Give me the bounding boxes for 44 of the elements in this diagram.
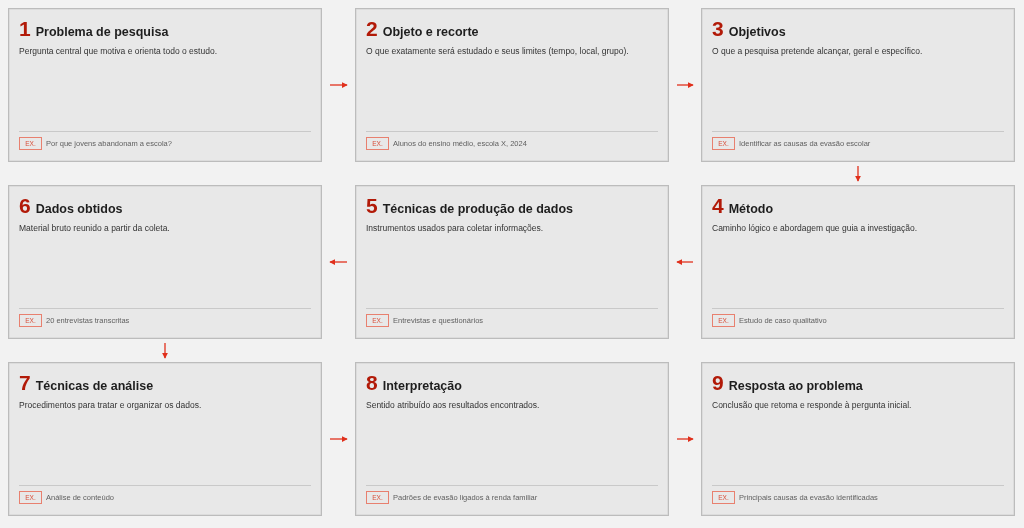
step-number: 3	[712, 18, 724, 39]
step-title: Técnicas de análise	[35, 379, 154, 394]
step-description: O que exatamente será estudado e seus limites (tempo, local, grupo).	[366, 46, 630, 58]
arrow	[676, 436, 694, 442]
arrow	[329, 259, 348, 265]
step-title: Resposta ao problema	[728, 379, 863, 394]
step-description: Pergunta central que motiva e orienta todo o estudo.	[19, 46, 218, 58]
step-number: 8	[366, 372, 378, 393]
arrow	[676, 82, 694, 88]
step-description: Caminho lógico e abordagem que guia a investigação.	[712, 223, 919, 235]
step-title: Objeto e recorte	[382, 25, 479, 40]
step-number: 4	[712, 195, 724, 216]
step-description: Material bruto reunido a partir da coleta.	[19, 223, 171, 235]
arrow	[855, 165, 861, 182]
step-title: Técnicas de produção de dados	[382, 202, 573, 217]
step-title: Dados obtidos	[35, 202, 123, 217]
arrow	[329, 436, 348, 442]
step-card	[355, 362, 669, 516]
step-card	[8, 185, 322, 339]
step-number: 9	[712, 372, 724, 393]
step-description: O que a pesquisa pretende alcançar, geral e específico.	[712, 46, 924, 58]
step-card	[701, 8, 1015, 162]
arrow	[162, 342, 168, 359]
step-title: Interpretação	[382, 379, 462, 394]
step-description: Instrumentos usados para coletar informações.	[366, 223, 545, 235]
step-number: 5	[366, 195, 378, 216]
step-number: 6	[19, 195, 31, 216]
step-card	[701, 362, 1015, 516]
step-number: 1	[19, 18, 31, 39]
arrow	[676, 259, 694, 265]
step-number: 7	[19, 372, 31, 393]
step-title: Método	[728, 202, 774, 217]
step-title: Problema de pesquisa	[35, 25, 169, 40]
arrow	[329, 82, 348, 88]
step-card	[701, 185, 1015, 339]
step-card	[8, 8, 322, 162]
step-description: Conclusão que retoma e responde à pergunta inicial.	[712, 400, 913, 412]
step-card	[355, 185, 669, 339]
step-card	[355, 8, 669, 162]
step-description: Procedimentos para tratar e organizar os dados.	[19, 400, 203, 412]
step-title: Objetivos	[728, 25, 786, 40]
step-description: Sentido atribuído aos resultados encontrados.	[366, 400, 541, 412]
step-card	[8, 362, 322, 516]
step-number: 2	[366, 18, 378, 39]
